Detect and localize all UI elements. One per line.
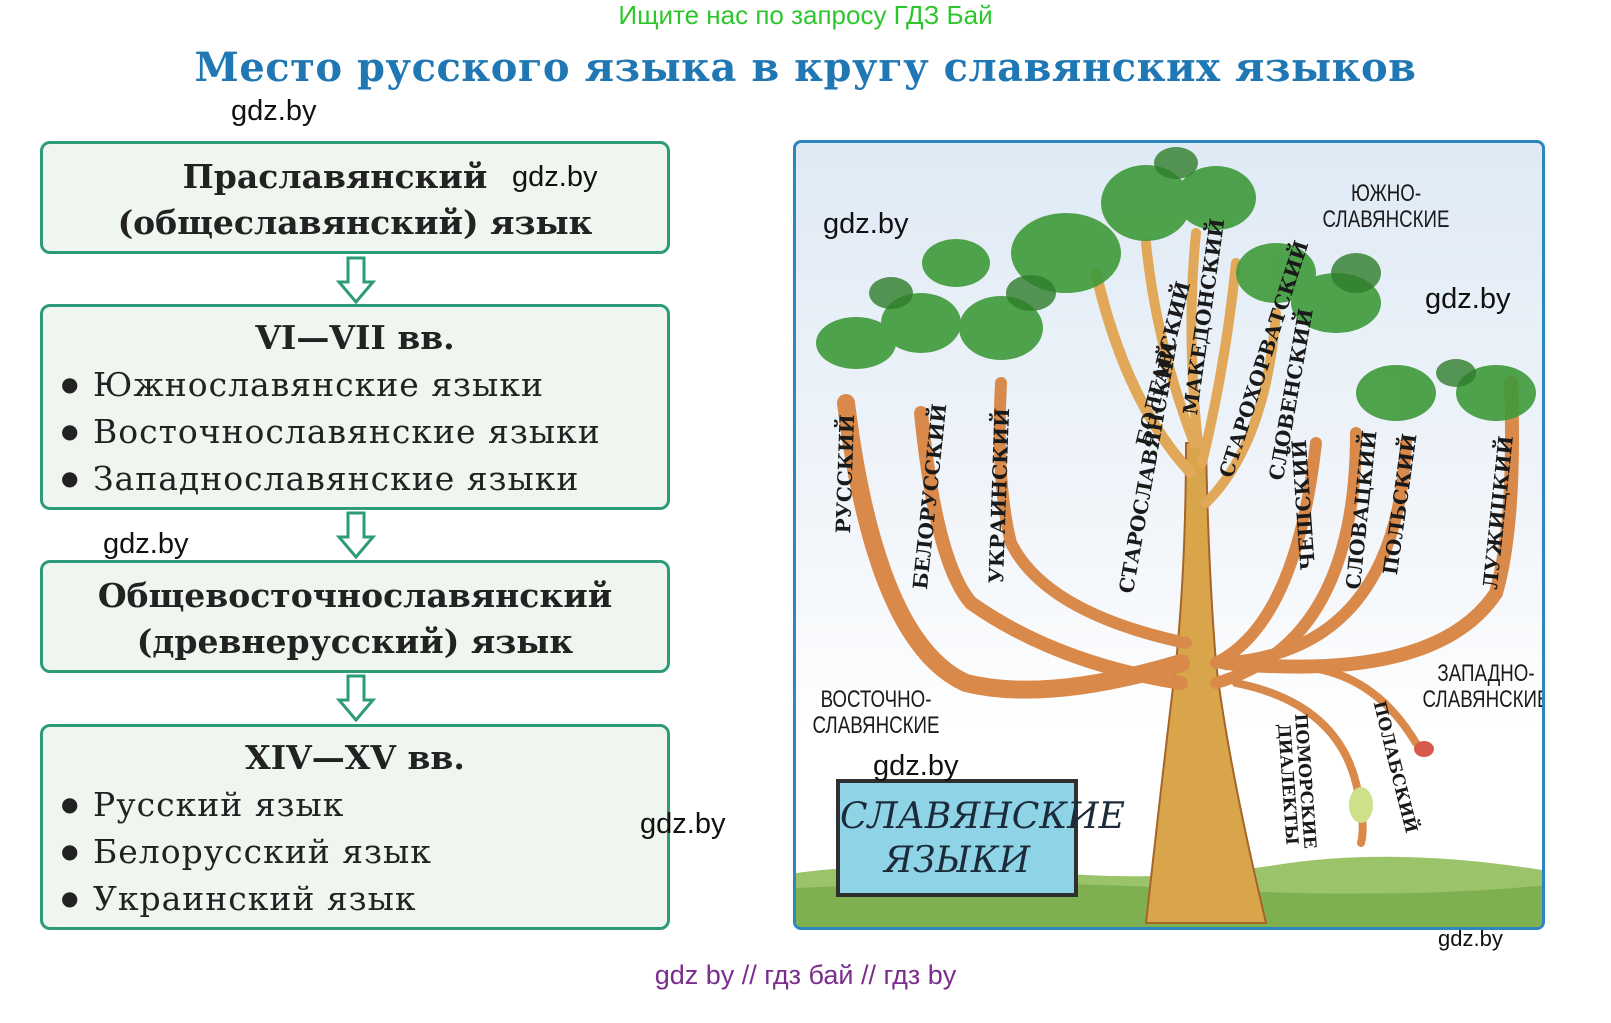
list-item: Восточнославянские языки [61,408,667,455]
slavic-languages-tree: РУССКИЙ БЕЛОРУССКИЙ УКРАИНСКИЙ СТАРОСЛАВ… [793,140,1545,930]
watermark: gdz.by [512,161,598,193]
list-item: Южнославянские языки [61,361,667,408]
box-line-1: Праславянский [182,157,488,196]
language-list: Русский язык Белорусский язык Украинский… [43,781,667,922]
branch-label: РУССКИЙ [831,413,860,534]
watermark: gdz.by [823,208,909,240]
box-heading: XIV—XV вв. [245,738,465,777]
group-line: СЛАВЯНСКИЕ [1422,686,1545,713]
box-14-15-centuries: XIV—XV вв. Русский язык Белорусский язык… [40,724,670,930]
language-list: Южнославянские языки Восточнославянские … [43,361,667,502]
page-title: Место русского языка в кругу славянских … [194,44,1417,91]
sign-line: ЯЗЫКИ [883,840,1031,881]
watermark: gdz.by [1425,283,1511,315]
search-banner: Ищите нас по запросу ГДЗ Бай [618,0,993,30]
box-old-east-slavic: Общевосточнославянский (древнерусский) я… [40,560,670,673]
box-line-1: Общевосточнославянский [97,576,613,615]
group-label-east: ВОСТОЧНО- СЛАВЯНСКИЕ [798,687,954,739]
box-proto-slavic: Праславянский (общеславянский) язык [40,141,670,254]
box-line-2: (древнерусский) язык [136,622,574,661]
box-heading: VI—VII вв. [255,318,455,357]
down-arrow-icon [336,511,376,559]
list-item: Украинский язык [61,875,667,922]
list-item: Русский язык [61,781,667,828]
group-label-west: ЗАПАДНО- СЛАВЯНСКИЕ [1408,660,1545,713]
sign-line: СЛАВЯНСКИЕ [840,796,1125,837]
box-6-7-centuries: VI—VII вв. Южнославянские языки Восточно… [40,304,670,510]
box-line-2: (общеславянский) язык [117,203,593,242]
watermark: gdz.by [231,95,317,127]
footer-links: gdz by // гдз бай // гдз by [654,960,957,990]
group-line: СЛАВЯНСКИЕ [812,712,940,739]
group-label-south: ЮЖНО- СЛАВЯНСКИЕ [1308,181,1464,233]
group-line: ЮЖНО- [1350,180,1422,207]
group-line: СЛАВЯНСКИЕ [1322,206,1450,233]
watermark: gdz.by [103,528,189,560]
down-arrow-icon [336,674,376,722]
watermark: gdz.by [640,808,726,840]
group-line: ВОСТОЧНО- [820,686,932,713]
group-line: ЗАПАДНО- [1437,660,1535,687]
watermark: gdz.by [1438,926,1503,951]
watermark: gdz.by [873,750,959,782]
down-arrow-icon [336,256,376,304]
list-item: Белорусский язык [61,828,667,875]
slavic-languages-sign: СЛАВЯНСКИЕ ЯЗЫКИ [836,779,1125,897]
list-item: Западнославянские языки [61,455,667,502]
